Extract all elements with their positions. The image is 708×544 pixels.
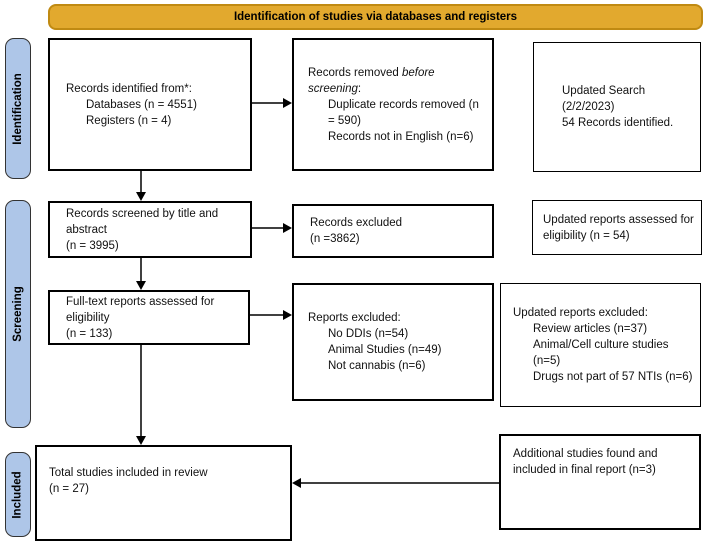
stage-label-identification-text: Identification bbox=[12, 72, 24, 145]
box-records-removed-title-line2: screening: bbox=[308, 82, 362, 95]
box-records-excluded-line: (n =3862) bbox=[310, 233, 360, 245]
box-fulltext-assessed-line: Full-text reports assessed for eligibili… bbox=[66, 295, 215, 324]
arrow-identified-to-removed bbox=[252, 98, 292, 108]
box-records-screened-line: Records screened by title and abstract bbox=[66, 207, 219, 236]
box-total-included-line: Total studies included in review bbox=[49, 467, 208, 479]
box-records-screened: Records screened by title and abstract (… bbox=[48, 201, 252, 258]
box-records-removed: Records removed before screening: Duplic… bbox=[292, 38, 494, 171]
box-updated-excluded-item: Animal/Cell culture studies (n=5) bbox=[533, 339, 669, 367]
box-total-included: Total studies included in review (n = 27… bbox=[35, 445, 292, 541]
box-reports-excluded-item: No DDIs (n=54) bbox=[328, 328, 409, 340]
box-reports-excluded: Reports excluded: No DDIs (n=54) Animal … bbox=[292, 283, 494, 401]
stage-label-included-text: Included bbox=[12, 470, 24, 519]
box-updated-excluded-title: Updated reports excluded: bbox=[513, 307, 648, 319]
box-records-screened-line: (n = 3995) bbox=[66, 239, 119, 252]
box-records-identified-title: Records identified from*: bbox=[66, 82, 192, 95]
stage-label-included: Included bbox=[5, 452, 31, 537]
box-updated-search-line: (2/2/2023) bbox=[562, 101, 615, 113]
box-updated-excluded-item: Drugs not part of 57 NTIs (n=6) bbox=[533, 371, 693, 383]
box-records-removed-title-line1: Records removed before bbox=[308, 66, 435, 79]
arrow-identified-to-screened bbox=[136, 171, 146, 201]
stage-label-screening: Screening bbox=[5, 200, 31, 428]
box-updated-excluded-item: Review articles (n=37) bbox=[533, 323, 648, 335]
box-updated-search-line: 54 Records identified. bbox=[562, 117, 674, 129]
box-records-identified-item: Registers (n = 4) bbox=[86, 114, 172, 127]
box-records-removed-item: Duplicate records removed (n = 590) bbox=[328, 98, 479, 127]
box-updated-search: Updated Search (2/2/2023) 54 Records ide… bbox=[533, 42, 701, 172]
arrow-screened-to-fulltext bbox=[136, 258, 146, 290]
box-fulltext-assessed: Full-text reports assessed for eligibili… bbox=[48, 290, 250, 345]
arrow-additional-to-total bbox=[292, 478, 499, 488]
arrow-fulltext-to-reports-excluded bbox=[250, 310, 292, 320]
box-records-identified: Records identified from*: Databases (n =… bbox=[48, 38, 252, 171]
box-records-removed-item: Records not in English (n=6) bbox=[328, 130, 474, 143]
box-records-excluded: Records excluded (n =3862) bbox=[292, 204, 494, 258]
arrow-screened-to-excluded bbox=[252, 223, 292, 233]
box-additional-studies-line: Additional studies found and included in… bbox=[513, 448, 658, 476]
box-records-excluded-line: Records excluded bbox=[310, 217, 403, 229]
box-reports-excluded-item: Animal Studies (n=49) bbox=[328, 344, 442, 356]
stage-label-screening-text: Screening bbox=[12, 286, 25, 342]
arrow-fulltext-to-total bbox=[136, 345, 146, 445]
box-updated-search-line: Updated Search bbox=[562, 85, 646, 97]
box-fulltext-assessed-line: (n = 133) bbox=[66, 327, 113, 340]
stage-label-identification: Identification bbox=[5, 38, 31, 179]
box-reports-excluded-item: Not cannabis (n=6) bbox=[328, 360, 426, 372]
box-updated-assessed: Updated reports assessed for eligibility… bbox=[532, 200, 702, 255]
box-updated-assessed-line: Updated reports assessed for eligibility… bbox=[543, 213, 694, 242]
box-updated-excluded: Updated reports excluded: Review article… bbox=[500, 283, 701, 407]
box-reports-excluded-title: Reports excluded: bbox=[308, 312, 401, 324]
box-records-identified-item: Databases (n = 4551) bbox=[86, 98, 197, 111]
box-total-included-line: (n = 27) bbox=[49, 483, 89, 495]
banner-title: Identification of studies via databases … bbox=[48, 4, 703, 30]
box-additional-studies: Additional studies found and included in… bbox=[499, 434, 701, 530]
